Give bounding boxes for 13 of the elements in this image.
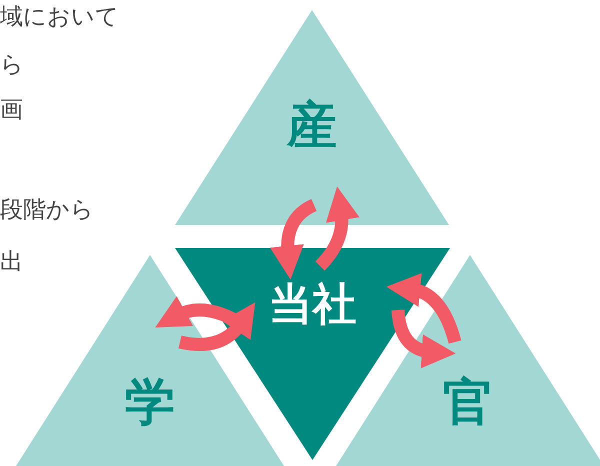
triangle-label: 当社 <box>268 283 356 327</box>
text-line: 画 <box>0 99 23 122</box>
text-line: 域において <box>0 6 119 29</box>
curved-arrow <box>178 302 256 351</box>
text-line: ら <box>0 54 24 77</box>
text-line: 段階から <box>0 199 94 222</box>
curved-arrow <box>386 274 462 344</box>
triangle-label: 産 <box>287 100 337 150</box>
text-line: 出 <box>0 251 23 274</box>
triangle-label: 学 <box>125 377 175 427</box>
triangle-label: 官 <box>443 377 493 427</box>
triangle <box>175 10 449 225</box>
curved-arrow <box>270 199 317 280</box>
